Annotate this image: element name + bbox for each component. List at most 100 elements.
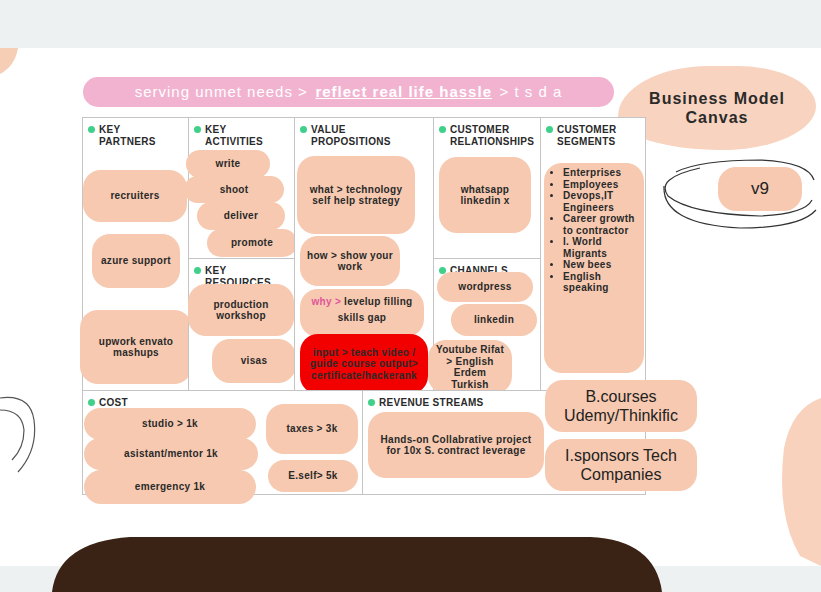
sticker-text: promote: [231, 237, 273, 249]
segment-item: Employees: [563, 179, 637, 191]
customer-segments-section: CUSTOMER SEGMENTS EnterprisesEmployeesDev…: [540, 117, 646, 391]
partner-sticker: recruiters: [83, 170, 187, 222]
revenue-sticker: B.courses Udemy/Thinkific: [545, 380, 697, 432]
section-heading: COST: [99, 397, 199, 409]
revenue-sticker: Hands-on Collabrative project for 10x S.…: [368, 412, 544, 478]
segment-item: Enterprises: [563, 167, 637, 179]
sticker-text: E.self> 5k: [288, 470, 337, 482]
sticker-text: why >: [312, 296, 342, 307]
channel-sticker: wordpress: [437, 272, 533, 302]
value-sticker: what > technology self help strategy: [297, 156, 415, 234]
sticker-text: Business Model Canvas: [625, 89, 809, 127]
channel-sticker: Youtube Rifat > English Erdem Turkish: [428, 340, 512, 394]
section-heading: CUSTOMER SEGMENTS: [557, 124, 627, 147]
sticker-text: whatsapp linkedin x: [446, 184, 524, 207]
segment-item: English speaking: [563, 271, 637, 294]
section-heading: KEY PARTNERS: [99, 124, 159, 147]
value-propositions-section: VALUE PROPOSITIONS what > technology self…: [294, 117, 434, 391]
green-dot: [546, 126, 553, 133]
relationship-sticker: whatsapp linkedin x: [439, 157, 531, 233]
sticker-text: production workshop: [195, 299, 287, 322]
segment-item: New bees: [563, 259, 637, 271]
segment-item: Career growth to contractor: [563, 213, 637, 236]
section-heading: CUSTOMER RELATIONSHIPS: [450, 124, 535, 147]
value-sticker: how > show your work: [300, 236, 400, 286]
version-sticker: v9: [718, 167, 802, 211]
sticker-text: taxes > 3k: [286, 423, 337, 435]
ring-line: [665, 168, 812, 216]
partner-sticker: upwork envato mashups: [80, 310, 192, 384]
value-sticker: why >levelup filling skills gap: [300, 289, 424, 337]
sticker-text: visas: [241, 355, 268, 367]
swirl-line: [0, 410, 24, 460]
sticker-text: shoot: [220, 184, 249, 196]
sticker-text: linkedin: [474, 314, 514, 326]
section-heading: VALUE PROPOSITIONS: [311, 124, 391, 147]
sticker-text: emergency 1k: [135, 481, 205, 493]
activity-sticker: deliver: [197, 202, 285, 230]
green-dot: [439, 126, 446, 133]
section-heading: KEY ACTIVITIES: [205, 124, 267, 147]
channels-section: CHANNELSwordpresslinkedinYoutube Rifat >…: [433, 258, 541, 391]
section-header: CUSTOMER RELATIONSHIPS: [434, 118, 535, 147]
sticker-text: deliver: [224, 210, 258, 222]
section-header: KEY PARTNERS: [83, 118, 159, 147]
activity-sticker: promote: [207, 229, 297, 257]
sticker-text: upwork envato mashups: [87, 336, 185, 359]
cost-sticker: E.self> 5k: [268, 460, 358, 492]
sticker-text: Hands-on Collabrative project for 10x S.…: [375, 434, 537, 457]
brown-blob: [52, 537, 662, 592]
cost-sticker: studio > 1k: [84, 408, 256, 440]
sticker-text: recruiters: [110, 190, 159, 202]
segment-list-sticker: EnterprisesEmployeesDevops,IT EngineersC…: [544, 163, 644, 373]
cost-sticker: asistant/mentor 1k: [84, 438, 258, 470]
sticker-text: levelup filling skills gap: [338, 296, 413, 323]
partner-sticker: azure support: [92, 234, 180, 288]
sticker-text: I.sponsors Tech Companies: [552, 446, 690, 484]
sticker-text: Youtube Rifat > English Erdem Turkish: [435, 344, 505, 390]
key-activities-section: KEY ACTIVITIES write shoot deliver promote: [188, 117, 295, 259]
green-dot: [194, 126, 201, 133]
resource-sticker: production workshop: [188, 284, 294, 336]
revenue-sticker: I.sponsors Tech Companies: [545, 439, 697, 491]
section-header: CUSTOMER SEGMENTS: [541, 118, 627, 147]
sticker-text: input > teach video / guide course outpu…: [307, 347, 421, 382]
segment-item: I. World Migrants: [563, 236, 637, 259]
customer-relationships-section: CUSTOMER RELATIONSHIPS whatsapp linkedin …: [433, 117, 541, 259]
sticker-text: B.courses Udemy/Thinkific: [552, 387, 690, 425]
sticker-text: asistant/mentor 1k: [124, 448, 218, 460]
swirl-line: [0, 397, 35, 472]
section-header: VALUE PROPOSITIONS: [295, 118, 391, 147]
resource-sticker: visas: [212, 339, 296, 383]
title-blob: Business Model Canvas: [618, 66, 816, 150]
sticker-text: serving unmet needs >: [135, 83, 308, 100]
cost-sticker: emergency 1k: [84, 470, 256, 504]
green-dot: [88, 126, 95, 133]
section-header: KEY ACTIVITIES: [189, 118, 267, 147]
channel-sticker: linkedin: [451, 304, 537, 336]
sticker-text: studio > 1k: [142, 418, 198, 430]
title-bar: serving unmet needs >reflect real life h…: [83, 77, 614, 107]
key-partners-section: KEY PARTNERS recruiters azure support upwor…: [82, 117, 189, 391]
cost-sticker: taxes > 3k: [266, 404, 358, 454]
sticker-text: wordpress: [458, 281, 511, 293]
cost-section: COST studio > 1k asistant/mentor 1k emergen…: [82, 390, 363, 495]
side-blob: [782, 398, 821, 566]
section-header: COST: [83, 391, 199, 409]
activity-sticker: write: [186, 150, 270, 178]
sticker-text: write: [216, 158, 241, 170]
segment-list: EnterprisesEmployeesDevops,IT EngineersC…: [551, 167, 637, 294]
corner-blob: [0, 48, 18, 74]
highlight-sticker: input > teach video / guide course outpu…: [300, 334, 428, 394]
activity-sticker: shoot: [184, 176, 284, 203]
sticker-text: how > show your work: [307, 250, 393, 273]
sticker-text: > t s d a: [499, 83, 562, 100]
key-resources-section: KEY RESOURCESproduction workshopvisas: [188, 258, 295, 391]
slide-ground: [0, 48, 821, 566]
green-dot: [368, 399, 375, 406]
sticker-text: azure support: [101, 255, 171, 267]
sticker-text: what > technology self help strategy: [304, 184, 408, 207]
green-dot: [88, 399, 95, 406]
